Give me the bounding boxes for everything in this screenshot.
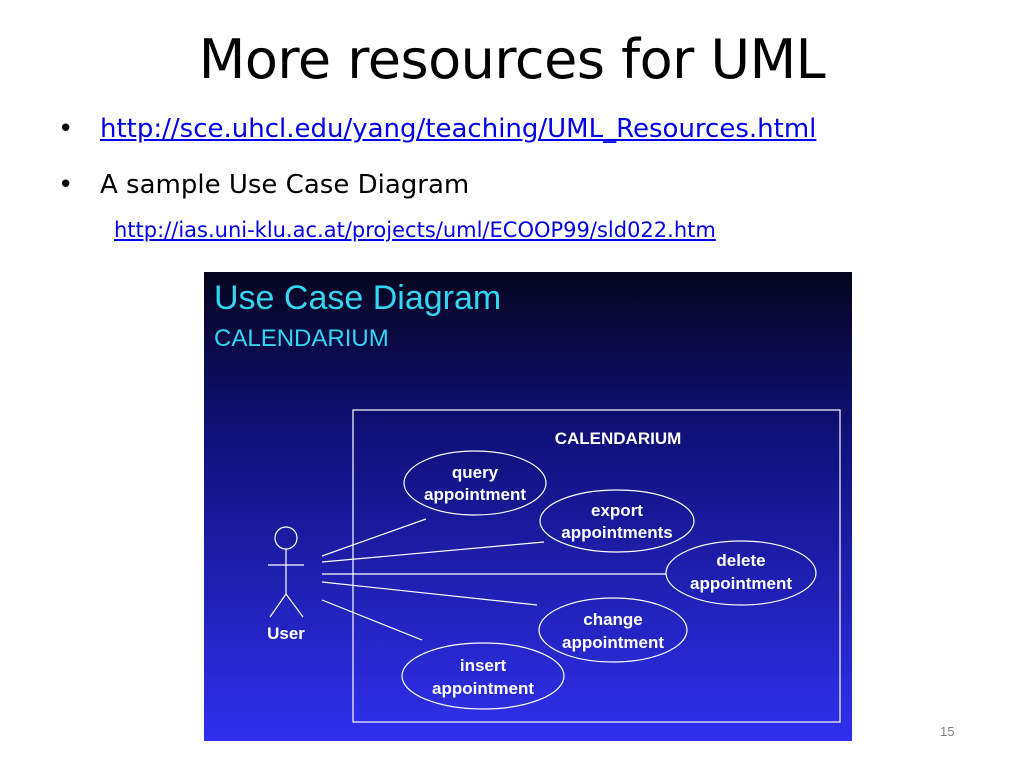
diagram-title: Use Case Diagram <box>214 279 501 317</box>
system-boundary <box>352 409 841 723</box>
use-case-label-line2: appointment <box>424 485 526 504</box>
actor-stick-figure-icon <box>268 526 304 618</box>
use-case-label-line2: appointment <box>562 633 664 652</box>
bullet-dot-icon: • <box>58 170 74 200</box>
use-case-diagram-svg: Use Case Diagram CALENDARIUM CALENDARIUM… <box>204 272 852 741</box>
use-case-export-appointments: export appointments <box>539 489 695 553</box>
use-case-label-line2: appointment <box>690 574 792 593</box>
use-case-label-line1: export <box>591 501 643 520</box>
diagram-subtitle: CALENDARIUM <box>214 325 389 352</box>
use-case-label-line2: appointment <box>432 679 534 698</box>
bullet-text: A sample Use Case Diagram <box>100 170 470 200</box>
slide-title: More resources for UML <box>198 28 826 91</box>
use-case-change-appointment: change appointment <box>538 597 688 663</box>
use-case-label-line1: query <box>452 463 499 482</box>
association-insert <box>321 599 423 641</box>
use-case-delete-appointment: delete appointment <box>665 540 817 606</box>
bullet-dot-icon: • <box>58 114 74 144</box>
association-lines <box>321 518 666 641</box>
page-number: 15 <box>940 724 955 739</box>
association-export <box>321 541 545 563</box>
system-name: CALENDARIUM <box>555 429 682 448</box>
uml-resources-link[interactable]: http://sce.uhcl.edu/yang/teaching/UML_Re… <box>100 114 817 144</box>
use-case-diagram-image: Use Case Diagram CALENDARIUM CALENDARIUM… <box>204 272 852 741</box>
use-case-label-line1: insert <box>460 656 507 675</box>
use-case-insert-appointment: insert appointment <box>401 642 565 710</box>
use-case-query-appointment: query appointment <box>403 450 547 516</box>
association-change <box>321 581 538 606</box>
use-case-label-line1: delete <box>716 551 765 570</box>
use-case-label-line1: change <box>583 610 643 629</box>
ecoop99-link[interactable]: http://ias.uni-klu.ac.at/projects/uml/EC… <box>114 218 716 242</box>
bullet-resources-link: • http://sce.uhcl.edu/yang/teaching/UML_R… <box>58 114 816 144</box>
use-case-label-line2: appointments <box>561 523 672 542</box>
association-query <box>321 518 427 557</box>
diagram-background <box>204 272 852 741</box>
bullet-sample-diagram: • A sample Use Case Diagram <box>58 170 469 200</box>
actor-label: User <box>267 624 305 643</box>
